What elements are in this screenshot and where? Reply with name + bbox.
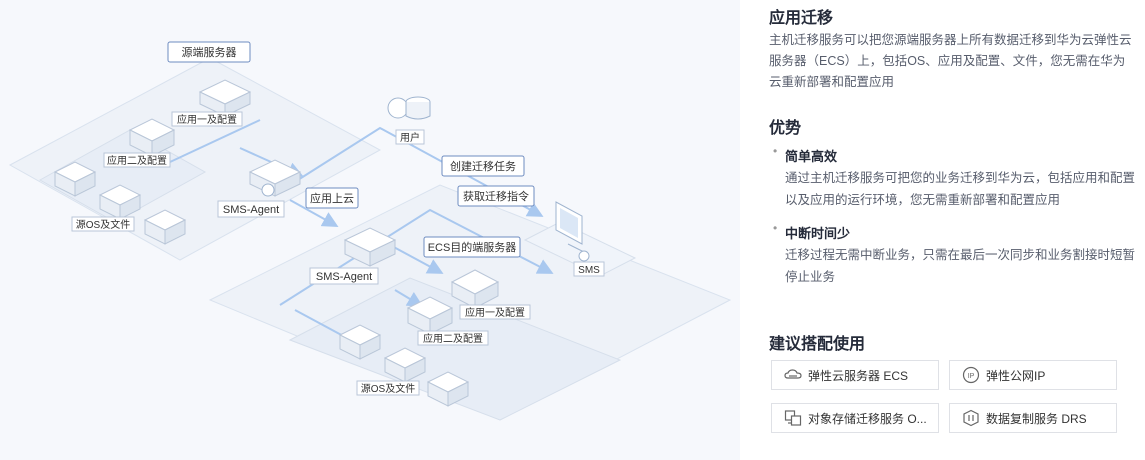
svg-text:IP: IP xyxy=(968,373,975,380)
panel-title: 应用迁移 xyxy=(769,10,834,27)
link-source-1 xyxy=(169,119,261,163)
user-icon xyxy=(387,96,431,120)
eip-icon: IP xyxy=(962,366,980,384)
node-agent-top xyxy=(248,159,302,197)
related-card-label: 对象存储迁移服务 O... xyxy=(808,411,927,426)
diagram-svg: 源端服务器 应用一及配置 应用二及配置 SMS-Agent 源OS及文件 用户 … xyxy=(8,41,732,421)
panel-description: 主机迁移服务可以把您源端服务器上所有数据迁移到华为云弹性云服务器（ECS）上，包… xyxy=(769,33,1132,89)
label-app1-top: 应用一及配置 xyxy=(177,113,237,126)
label-app-to-cloud: 应用上云 xyxy=(310,191,354,205)
node-app2-top xyxy=(128,118,176,157)
label-agent-bottom: SMS-Agent xyxy=(316,271,372,283)
label-sms: SMS xyxy=(578,265,600,276)
related-card-label: 弹性云服务器 ECS xyxy=(808,368,909,383)
label-app1-bottom: 应用一及配置 xyxy=(465,306,525,319)
info-panel: 应用迁移 主机迁移服务可以把您源端服务器上所有数据迁移到华为云弹性云服务器（EC… xyxy=(769,0,1145,460)
data-replication-icon xyxy=(963,409,979,427)
related-card-oms[interactable]: 对象存储迁移服务 O... xyxy=(771,403,939,433)
migration-diagram: 源端服务器 应用一及配置 应用二及配置 SMS-Agent 源OS及文件 用户 … xyxy=(8,41,732,421)
label-source-server: 源端服务器 xyxy=(182,45,237,59)
node-app1-top xyxy=(198,79,252,117)
link-target-4 xyxy=(394,289,424,308)
node-os-top xyxy=(53,161,187,245)
object-storage-migration-icon xyxy=(784,410,802,426)
sms-monitor-icon xyxy=(555,201,590,262)
bullet-icon: • xyxy=(773,221,778,235)
link-target-3 xyxy=(389,244,444,274)
advantages-heading: 优势 xyxy=(769,120,802,137)
link-agent-cloud xyxy=(289,199,339,227)
advantage-title: 简单高效 xyxy=(785,149,838,164)
advantage-desc: 通过主机迁移服务可把您的业务迁移到华为云，包括应用和配置以及应用的运行环境，您无… xyxy=(785,171,1136,207)
related-card-label: 数据复制服务 DRS xyxy=(986,411,1087,426)
node-os-bottom xyxy=(338,324,470,407)
label-ecs-target: ECS目的端服务器 xyxy=(428,240,517,254)
advantage-desc: 迁移过程无需中断业务，只需在最后一次同步和业务割接时短暂停止业务 xyxy=(785,248,1136,284)
node-app1-bottom xyxy=(450,269,500,309)
label-os-bottom: 源OS及文件 xyxy=(361,382,415,395)
related-card-ecs[interactable]: 弹性云服务器 ECS xyxy=(771,360,939,390)
label-user: 用户 xyxy=(400,131,420,144)
label-app2-bottom: 应用二及配置 xyxy=(423,332,483,345)
related-card-label: 弹性公网IP xyxy=(986,368,1046,383)
label-get-instructions: 获取迁移指令 xyxy=(463,189,529,203)
related-card-drs[interactable]: 数据复制服务 DRS xyxy=(949,403,1117,433)
label-app2-top: 应用二及配置 xyxy=(107,154,167,167)
node-agent-bottom xyxy=(343,227,397,267)
advantage-title: 中断时间少 xyxy=(785,226,851,241)
label-os-top: 源OS及文件 xyxy=(76,218,130,231)
bullet-icon: • xyxy=(773,144,778,158)
label-agent-top: SMS-Agent xyxy=(223,204,279,216)
cloud-server-icon xyxy=(784,369,802,379)
source-platform xyxy=(8,57,382,261)
related-card-eip[interactable]: IP 弹性公网IP xyxy=(949,360,1117,390)
label-create-task: 创建迁移任务 xyxy=(450,159,516,173)
node-app2-bottom xyxy=(406,296,454,335)
related-heading: 建议搭配使用 xyxy=(769,336,866,353)
